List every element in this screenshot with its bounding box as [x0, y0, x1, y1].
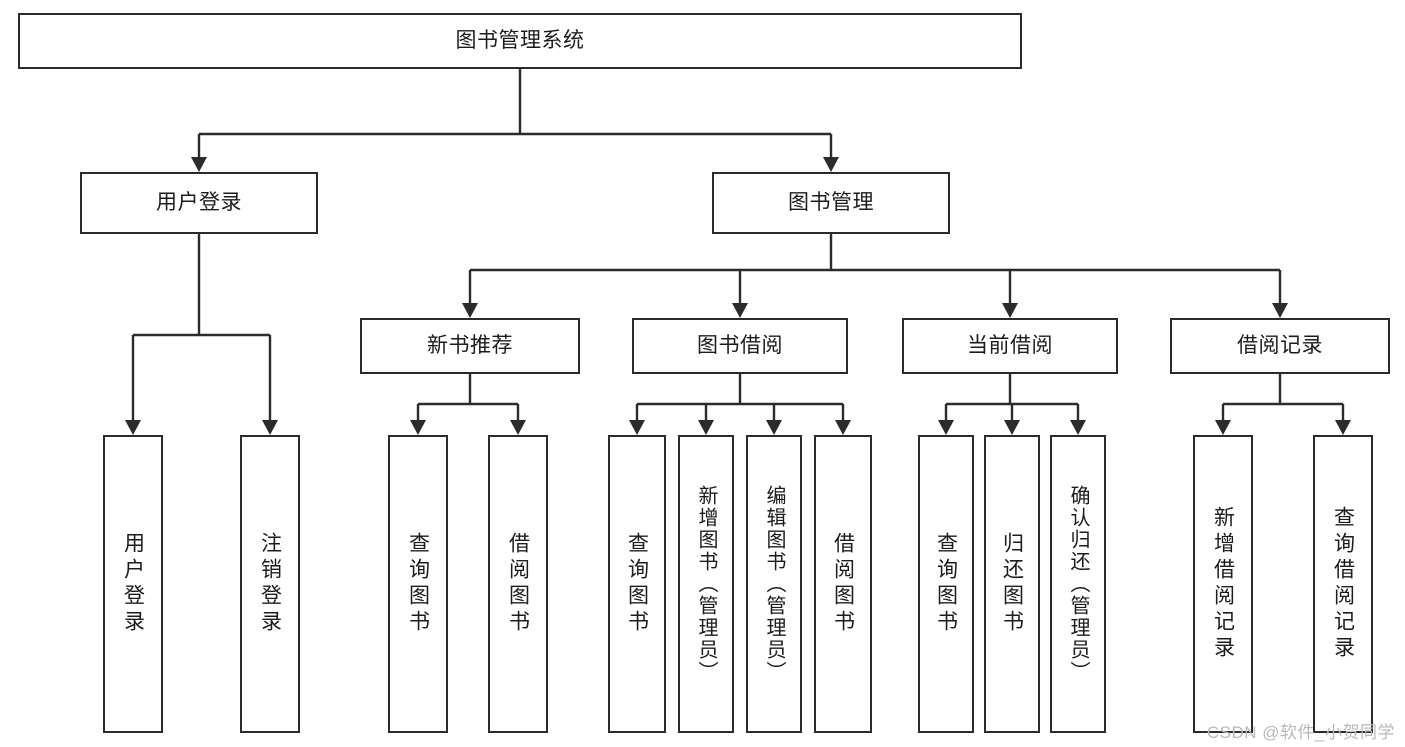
connector-book-management-arrow-3-head	[1272, 303, 1288, 318]
node-book-management-label: 图书管理	[788, 191, 874, 215]
node-leaf-add-borrow-record-label: 新增借阅记录	[1211, 506, 1235, 662]
connector-book-management-arrow-0-head	[462, 303, 478, 318]
connector-borrow-record-arrow-1-head	[1335, 420, 1351, 435]
connector-root-arrow-1-head	[823, 157, 839, 172]
connector-user-login-arrow-1-head	[262, 420, 278, 435]
node-book-borrow-label: 图书借阅	[697, 334, 783, 358]
connector-new-book-recommend-arrow-1-head	[510, 420, 526, 435]
node-leaf-confirm-return-admin-label: 确认归还（管理员）	[1067, 485, 1089, 683]
node-leaf-query-book-current[interactable]: 查询图书	[918, 435, 974, 733]
node-leaf-borrow-book-recommend-label: 借阅图书	[506, 532, 530, 636]
node-leaf-query-borrow-record[interactable]: 查询借阅记录	[1313, 435, 1373, 733]
connector-root-arrow-0-head	[191, 157, 207, 172]
node-leaf-edit-book-admin-label: 编辑图书（管理员）	[763, 485, 785, 683]
connector-borrow-record-arrow-0-head	[1215, 420, 1231, 435]
node-leaf-return-book-label: 归还图书	[1000, 532, 1024, 636]
node-leaf-query-book-recommend-label: 查询图书	[406, 532, 430, 636]
node-leaf-logout-login-label: 注销登录	[258, 532, 282, 636]
node-current-borrow[interactable]: 当前借阅	[902, 318, 1118, 374]
node-new-book-recommend[interactable]: 新书推荐	[360, 318, 580, 374]
connector-book-borrow-arrow-2-head	[766, 420, 782, 435]
node-user-login-label: 用户登录	[156, 191, 242, 215]
node-leaf-user-login-label: 用户登录	[121, 532, 145, 636]
node-leaf-borrow-book-recommend[interactable]: 借阅图书	[488, 435, 548, 733]
connector-book-borrow-arrow-1-head	[698, 420, 714, 435]
node-root-book-management-system-label: 图书管理系统	[455, 29, 585, 53]
node-book-borrow[interactable]: 图书借阅	[632, 318, 848, 374]
connector-new-book-recommend-arrow-0-head	[410, 420, 426, 435]
node-leaf-query-book-recommend[interactable]: 查询图书	[388, 435, 448, 733]
node-current-borrow-label: 当前借阅	[967, 334, 1053, 358]
node-borrow-record[interactable]: 借阅记录	[1170, 318, 1390, 374]
node-leaf-query-book-borrow-label: 查询图书	[625, 532, 649, 636]
node-root-book-management-system[interactable]: 图书管理系统	[18, 13, 1022, 69]
node-leaf-confirm-return-admin[interactable]: 确认归还（管理员）	[1050, 435, 1106, 733]
node-leaf-borrow-book[interactable]: 借阅图书	[814, 435, 872, 733]
node-leaf-query-borrow-record-label: 查询借阅记录	[1331, 506, 1355, 662]
connector-current-borrow-arrow-1-head	[1004, 420, 1020, 435]
connector-book-borrow-arrow-3-head	[835, 420, 851, 435]
node-leaf-add-borrow-record[interactable]: 新增借阅记录	[1193, 435, 1253, 733]
node-new-book-recommend-label: 新书推荐	[427, 334, 513, 358]
csdn-watermark: CSDN @软件_小贺同学	[1206, 723, 1395, 742]
node-leaf-add-book-admin-label: 新增图书（管理员）	[695, 485, 717, 683]
connector-current-borrow-arrow-0-head	[938, 420, 954, 435]
node-user-login[interactable]: 用户登录	[80, 172, 318, 234]
connector-user-login-arrow-0-head	[125, 420, 141, 435]
node-leaf-edit-book-admin[interactable]: 编辑图书（管理员）	[746, 435, 802, 733]
node-leaf-add-book-admin[interactable]: 新增图书（管理员）	[678, 435, 734, 733]
node-book-management[interactable]: 图书管理	[712, 172, 950, 234]
connector-current-borrow-arrow-2-head	[1070, 420, 1086, 435]
connector-book-management-arrow-2-head	[1002, 303, 1018, 318]
node-leaf-user-login[interactable]: 用户登录	[103, 435, 163, 733]
node-borrow-record-label: 借阅记录	[1237, 334, 1323, 358]
node-leaf-query-book-current-label: 查询图书	[934, 532, 958, 636]
node-leaf-borrow-book-label: 借阅图书	[831, 532, 855, 636]
node-leaf-query-book-borrow[interactable]: 查询图书	[608, 435, 666, 733]
node-leaf-logout-login[interactable]: 注销登录	[240, 435, 300, 733]
connector-book-management-arrow-1-head	[732, 303, 748, 318]
node-leaf-return-book[interactable]: 归还图书	[984, 435, 1040, 733]
connector-book-borrow-arrow-0-head	[629, 420, 645, 435]
